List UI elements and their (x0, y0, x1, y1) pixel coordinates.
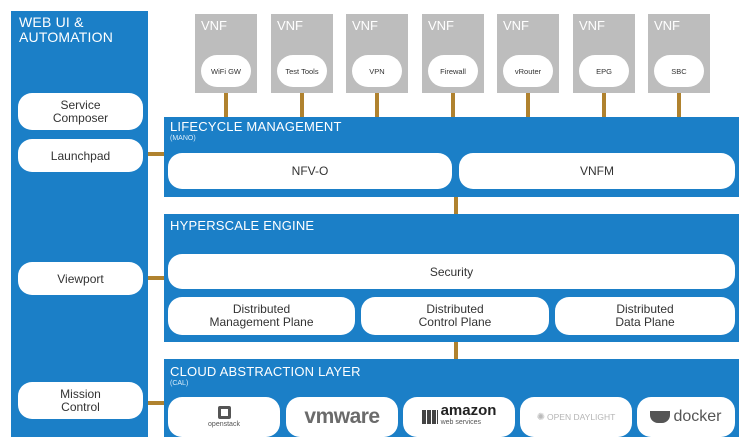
security-label: Security (429, 264, 474, 279)
plane-line2: Management Plane (209, 315, 314, 329)
sidebar-web-ui-automation (11, 11, 148, 437)
mission-control-label: Mission Control (60, 386, 101, 414)
docker-whale-icon (650, 411, 671, 423)
viewport-label: Viewport (57, 271, 104, 286)
distributed-control-plane[interactable]: Distributed Control Plane (361, 297, 549, 335)
connector-launchpad (148, 152, 164, 156)
connector-vnf-epg (602, 93, 606, 117)
viewport-button[interactable]: Viewport (18, 262, 143, 295)
opendaylight-icon: ✺ (536, 411, 546, 423)
plane-line1: Distributed (232, 302, 291, 316)
connector-vnf-test-tools (300, 93, 304, 117)
vmware-text: vmware (304, 405, 380, 428)
connector-vnf-vpn (375, 93, 379, 117)
sidebar-title-line1: WEB UI & (19, 14, 84, 30)
vnfm-label: VNFM (580, 164, 614, 178)
openstack-logo: openstack (168, 397, 280, 437)
amazon-web-services-logo: amazon web services (403, 397, 515, 437)
service-composer-label: Service Composer (52, 97, 109, 125)
vnf-header: VNF (277, 18, 303, 33)
connector-vnf-sbc (677, 93, 681, 117)
docker-logo: docker (637, 397, 735, 437)
vnf-label: vRouter (503, 55, 553, 87)
service-composer-button[interactable]: Service Composer (18, 93, 143, 130)
vnf-header: VNF (201, 18, 227, 33)
nfv-o-component[interactable]: NFV-O (168, 153, 452, 189)
cal-subtitle: (CAL) (170, 380, 189, 387)
vnf-box-vrouter: VNF vRouter (497, 14, 559, 93)
vnf-label: SBC (654, 55, 704, 87)
lifecycle-title: LIFECYCLE MANAGEMENT (170, 119, 342, 134)
launchpad-label: Launchpad (50, 148, 111, 163)
vnf-label: Firewall (428, 55, 478, 87)
vnf-label: WiFi GW (201, 55, 251, 87)
distributed-data-plane[interactable]: Distributed Data Plane (555, 297, 735, 335)
vnf-box-firewall: VNF Firewall (422, 14, 484, 93)
connector-viewport (148, 276, 164, 280)
plane-line1: Distributed (616, 302, 674, 316)
amazon-sub-text: web services (440, 419, 482, 426)
plane-line1: Distributed (426, 302, 484, 316)
openstack-text: openstack (208, 421, 240, 428)
vnfm-component[interactable]: VNFM (459, 153, 735, 189)
aws-boxes-icon (421, 410, 438, 424)
vnf-label: VPN (352, 55, 402, 87)
distributed-management-plane[interactable]: Distributed Management Plane (168, 297, 355, 335)
plane-line2: Control Plane (418, 315, 492, 329)
vnf-header: VNF (503, 18, 529, 33)
vnf-header: VNF (428, 18, 454, 33)
plane-line2: Data Plane (615, 315, 675, 329)
vnf-box-epg: VNF EPG (573, 14, 635, 93)
vnf-header: VNF (654, 18, 680, 33)
cal-title: CLOUD ABSTRACTION LAYER (170, 364, 361, 379)
openstack-icon (217, 406, 231, 419)
vnf-box-test-tools: VNF Test Tools (271, 14, 333, 93)
connector-vnf-wifi-gw (224, 93, 228, 117)
vnf-box-vpn: VNF VPN (346, 14, 408, 93)
vnf-header: VNF (352, 18, 378, 33)
sidebar-title-line2: AUTOMATION (19, 29, 114, 45)
connector-lifecycle-hyperscale (454, 197, 458, 214)
lifecycle-subtitle: (MANO) (170, 135, 196, 142)
connector-vnf-firewall (451, 93, 455, 117)
vnf-box-sbc: VNF SBC (648, 14, 710, 93)
hyperscale-title: HYPERSCALE ENGINE (170, 218, 315, 233)
docker-text: docker (673, 408, 722, 425)
opendaylight-logo: ✺ OPEN DAYLIGHT (520, 397, 632, 437)
connector-hyperscale-cal (454, 342, 458, 359)
vnf-box-wifi-gw: VNF WiFi GW (195, 14, 257, 93)
nfv-o-label: NFV-O (291, 164, 329, 178)
connector-vnf-vrouter (526, 93, 530, 117)
launchpad-button[interactable]: Launchpad (18, 139, 143, 172)
vnf-label: Test Tools (277, 55, 327, 87)
opendaylight-text: OPEN DAYLIGHT (547, 412, 616, 422)
vnf-header: VNF (579, 18, 605, 33)
connector-mission-control (148, 401, 164, 405)
amazon-text: amazon (440, 402, 497, 419)
vmware-logo: vmware (286, 397, 398, 437)
vnf-label: EPG (579, 55, 629, 87)
security-component[interactable]: Security (168, 254, 735, 289)
mission-control-button[interactable]: Mission Control (18, 382, 143, 419)
